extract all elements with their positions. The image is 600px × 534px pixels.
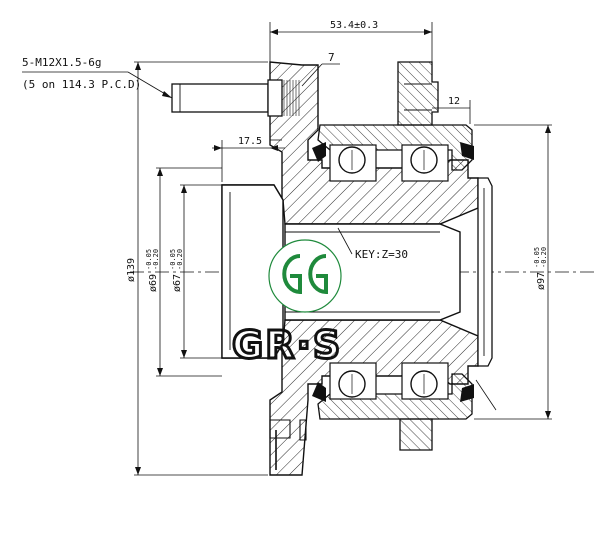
spline-key-label: KEY:Z=30	[355, 248, 408, 261]
item-number: 7	[328, 51, 335, 64]
svg-text:-0.20: -0.20	[540, 247, 548, 268]
bearing-seals	[312, 142, 474, 402]
svg-text:-0.05: -0.05	[145, 249, 153, 270]
svg-text:ø69: ø69	[148, 274, 159, 292]
pcd-note: (5 on 114.3 P.C.D)	[22, 78, 141, 91]
mount-boss-bottom	[399, 418, 433, 451]
svg-text:-0.05: -0.05	[169, 249, 177, 270]
svg-text:-0.20: -0.20	[176, 249, 184, 270]
bearing-balls	[329, 144, 449, 400]
mount-boss-top	[397, 61, 439, 126]
housing-diameter-dim: ø97 -0.05 -0.20	[533, 247, 548, 290]
svg-text:ø67: ø67	[172, 274, 183, 292]
svg-text:-0.05: -0.05	[533, 247, 541, 268]
flange-tip	[269, 419, 307, 441]
flange-diameter-dim: ø139	[126, 258, 137, 282]
pilot-outer-dim: ø69 -0.05 -0.20	[145, 249, 160, 292]
bearing-step-dim: 12	[448, 96, 460, 107]
overall-width-dim: 53.4±0.3	[330, 20, 378, 31]
green-logo-badge	[268, 239, 342, 313]
wheel-stud	[171, 79, 300, 117]
flange-offset-dim: 17.5	[238, 136, 262, 147]
svg-text:-0.20: -0.20	[152, 249, 160, 270]
end-cap	[477, 177, 493, 367]
brand-watermark: GR·S	[232, 323, 342, 367]
pilot-inner-dim: ø67 -0.05 -0.20	[169, 249, 184, 292]
stud-thread-label: 5-M12X1.5-6g	[22, 56, 101, 69]
svg-text:ø97: ø97	[536, 272, 547, 290]
